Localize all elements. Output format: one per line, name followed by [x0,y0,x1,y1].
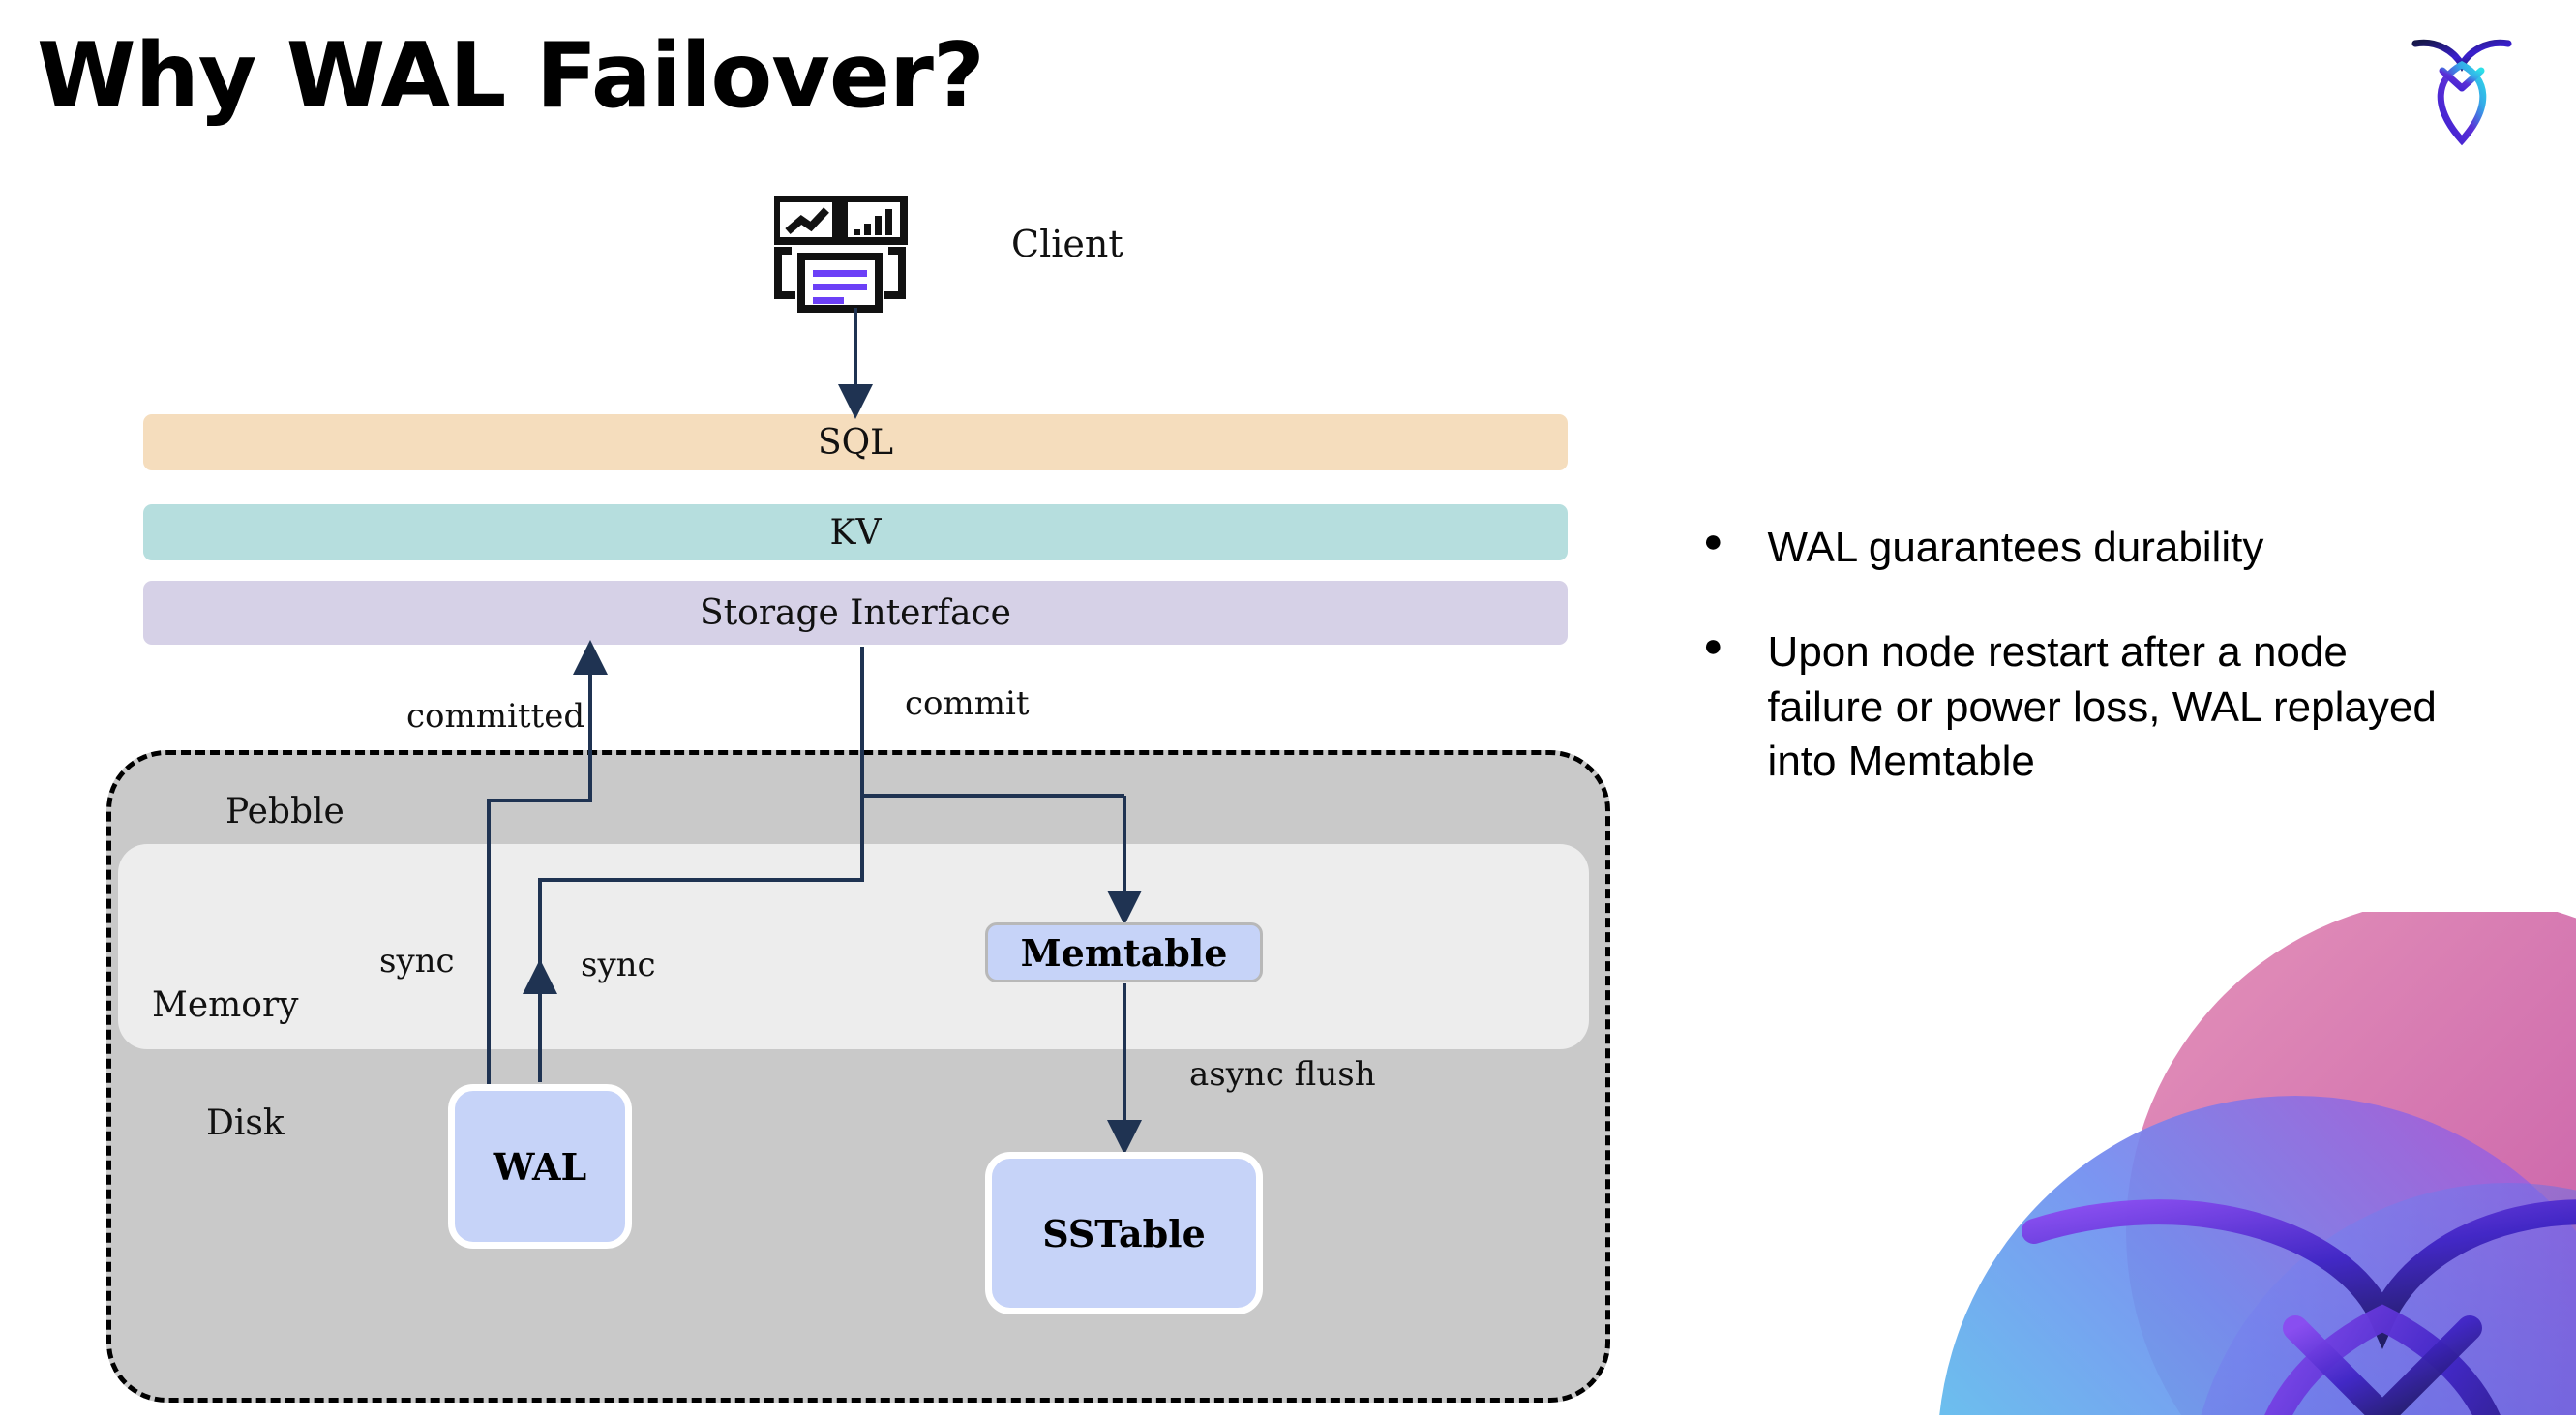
client-dashboard-icon [772,195,929,313]
client-label: Client [1011,223,1123,265]
edge-label-async-flush: async flush [1189,1055,1376,1094]
bullet-text: WAL guarantees durability [1767,524,2264,571]
node-box-wal-label: WAL [493,1144,587,1189]
edge-label-commit: commit [905,684,1030,723]
cockroachdb-circles-decoration [1841,912,2576,1415]
disk-zone-label: Disk [206,1103,285,1143]
memory-panel [118,844,1589,1049]
layer-bar-sql-label: SQL [817,422,894,463]
bullet-marker-icon: ● [1703,523,1723,559]
list-item: ● Upon node restart after a node failure… [1703,625,2497,789]
bullet-list: ● WAL guarantees durability ● Upon node … [1703,521,2497,789]
list-item: ● WAL guarantees durability [1703,521,2497,575]
layer-bar-kv-label: KV [829,512,882,553]
node-box-wal: WAL [448,1084,632,1249]
bullet-text: Upon node restart after a node failure o… [1767,628,2437,785]
edge-label-committed: committed [406,697,585,736]
edge-label-sync-left: sync [379,942,455,981]
edge-label-sync-right: sync [581,946,656,984]
page-title: Why WAL Failover? [37,23,985,128]
node-box-sstable-label: SSTable [1042,1211,1206,1255]
layer-bar-storage-interface: Storage Interface [143,581,1568,645]
node-box-sstable: SSTable [985,1152,1263,1314]
layer-bar-sql: SQL [143,414,1568,470]
node-box-memtable-label: Memtable [1020,930,1228,975]
layer-bar-storage-interface-label: Storage Interface [700,592,1011,633]
node-box-memtable: Memtable [985,922,1263,982]
memory-panel-label: Memory [152,985,299,1025]
pebble-container-label: Pebble [225,792,344,831]
cockroachdb-logo-icon [2408,32,2516,148]
bullet-marker-icon: ● [1703,627,1723,665]
layer-bar-kv: KV [143,504,1568,560]
